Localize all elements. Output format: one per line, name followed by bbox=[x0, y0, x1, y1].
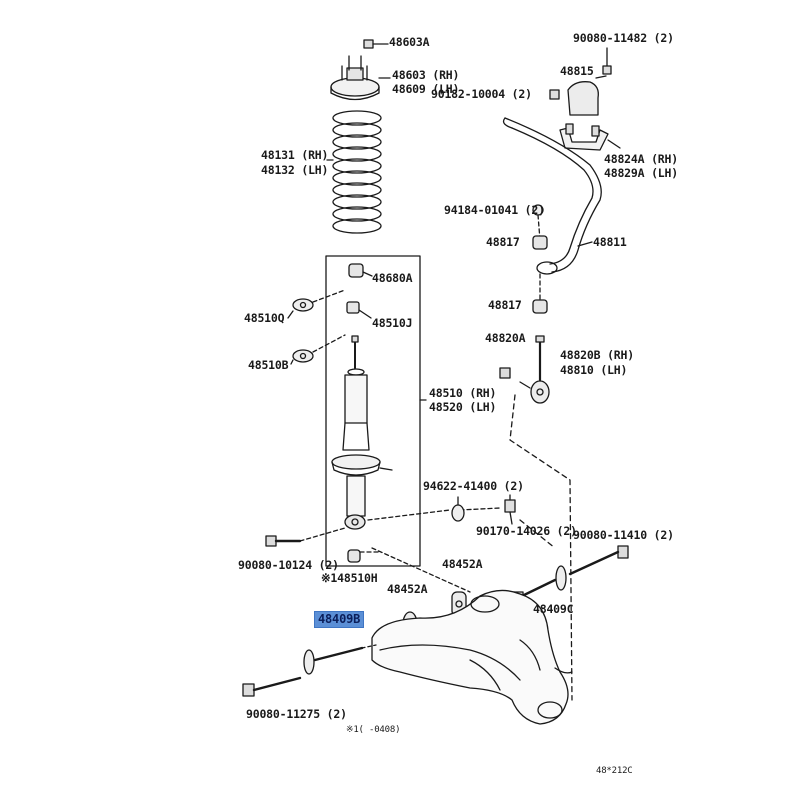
label-94622-41400[interactable]: 94622-41400 (2) bbox=[423, 479, 524, 493]
guide-lines bbox=[509, 394, 573, 701]
bolt-90080-11482 bbox=[602, 47, 612, 75]
label-90170-14026[interactable]: 90170-14026 (2) bbox=[476, 524, 577, 538]
cushion-48510B bbox=[290, 334, 346, 365]
label-48409C[interactable]: 48409C bbox=[533, 602, 574, 616]
label-48815[interactable]: 48815 bbox=[560, 64, 594, 78]
washer-94622 bbox=[451, 496, 465, 522]
label-94184-01041[interactable]: 94184-01041 (2) bbox=[444, 203, 545, 217]
label-48817-lower[interactable]: 48817 bbox=[488, 298, 522, 312]
bushing-48815 bbox=[549, 75, 607, 116]
label-48820A[interactable]: 48820A bbox=[485, 331, 526, 345]
label-48603A[interactable]: 48603A bbox=[389, 35, 430, 49]
bushing-48680A bbox=[348, 263, 373, 278]
label-48510B[interactable]: 48510B bbox=[248, 358, 289, 372]
label-90080-10124[interactable]: 90080-10124 (2) bbox=[238, 558, 339, 572]
coil-spring-48131 bbox=[326, 110, 382, 234]
lower-control-arm bbox=[371, 589, 573, 725]
label-48132[interactable]: 48132 (LH) bbox=[261, 163, 329, 177]
label-48824A[interactable]: 48824A (RH) bbox=[604, 152, 678, 166]
label-48452A-left[interactable]: 48452A bbox=[387, 582, 428, 596]
bushing-48510H bbox=[347, 547, 471, 593]
label-90080-11275[interactable]: 90080-11275 (2) bbox=[246, 707, 347, 721]
label-90182-10004[interactable]: 90182-10004 (2) bbox=[431, 87, 532, 101]
label-48811[interactable]: 48811 bbox=[593, 235, 627, 249]
label-48609[interactable]: 48609 (LH) bbox=[392, 82, 460, 96]
nut-48603A bbox=[363, 39, 389, 49]
bushing-48817-lower bbox=[532, 273, 548, 314]
label-48520[interactable]: 48520 (LH) bbox=[429, 400, 497, 414]
bracket-48824A bbox=[559, 123, 621, 151]
label-48131[interactable]: 48131 (RH) bbox=[261, 148, 329, 162]
retainer-48510J bbox=[346, 301, 372, 319]
link-48820B bbox=[499, 335, 550, 404]
bolt-90080-11275 bbox=[242, 644, 377, 697]
label-48510H[interactable]: ※148510H bbox=[321, 571, 378, 585]
label-48452A-right[interactable]: 48452A bbox=[442, 557, 483, 571]
shock-absorber-48510 bbox=[331, 335, 393, 530]
stabilizer-bar-48811 bbox=[502, 117, 602, 275]
label-48510Q[interactable]: 48510Q bbox=[244, 311, 285, 325]
label-48680A[interactable]: 48680A bbox=[372, 271, 413, 285]
upper-support-mount bbox=[330, 55, 391, 101]
label-90080-11482[interactable]: 90080-11482 (2) bbox=[573, 31, 674, 45]
label-48510[interactable]: 48510 (RH) bbox=[429, 386, 497, 400]
label-48810[interactable]: 48810 (LH) bbox=[560, 363, 628, 377]
label-48817-upper[interactable]: 48817 bbox=[486, 235, 520, 249]
figure-code: 48*212C bbox=[596, 766, 633, 776]
label-48510J[interactable]: 48510J bbox=[372, 316, 413, 330]
cushion-48510Q bbox=[287, 289, 346, 319]
bolt-90080-10124 bbox=[265, 507, 501, 547]
assembly-bracket-frame bbox=[325, 255, 427, 567]
label-90080-11410[interactable]: 90080-11410 (2) bbox=[573, 528, 674, 542]
label-48603[interactable]: 48603 (RH) bbox=[392, 68, 460, 82]
label-48409B-highlighted[interactable]: 48409B bbox=[314, 611, 365, 628]
bushing-48817-upper bbox=[532, 235, 548, 250]
label-48820B[interactable]: 48820B (RH) bbox=[560, 348, 634, 362]
nut-90170 bbox=[504, 494, 516, 525]
footnote: ※1( -0408) bbox=[346, 725, 401, 735]
label-48829A[interactable]: 48829A (LH) bbox=[604, 166, 678, 180]
